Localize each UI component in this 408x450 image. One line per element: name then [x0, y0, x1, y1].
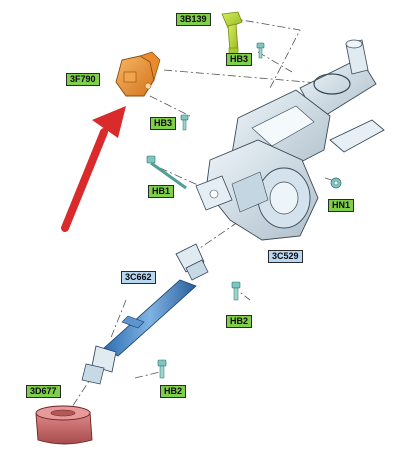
part-label-hb3-upper: HB3 — [226, 53, 253, 66]
highlighted-part-3f790 — [115, 51, 161, 97]
nut-hn1 — [330, 177, 342, 189]
part-label-hb3-lower: HB3 — [150, 117, 177, 130]
red-pointer-arrow — [61, 106, 126, 232]
part-label-hb2-middle: HB2 — [226, 315, 253, 328]
dash-dot-leader-lines — [69, 17, 339, 411]
part-label-hb1: HB1 — [148, 185, 175, 198]
part-label-3c662: 3C662 — [121, 271, 156, 284]
part-label-hb2-lower: HB2 — [160, 385, 187, 398]
part-label-3f790: 3F790 — [66, 73, 100, 86]
bolt-hb2-lower — [157, 359, 167, 379]
part-label-3d677: 3D677 — [26, 385, 61, 398]
bolt-hb1 — [146, 155, 187, 190]
bolt-hb3-lower — [180, 114, 189, 131]
part-label-hn1: HN1 — [328, 199, 355, 212]
boot-seal-3d677 — [35, 405, 93, 445]
part-label-3c529: 3C529 — [268, 250, 303, 263]
bolt-hb3-upper — [256, 42, 265, 59]
steering-column-3c529 — [195, 39, 385, 241]
sensor-part-3b139 — [221, 11, 243, 55]
intermediate-shaft-3c662 — [81, 243, 209, 385]
part-label-3b139: 3B139 — [176, 13, 211, 26]
bolt-hb2-middle — [231, 281, 241, 301]
